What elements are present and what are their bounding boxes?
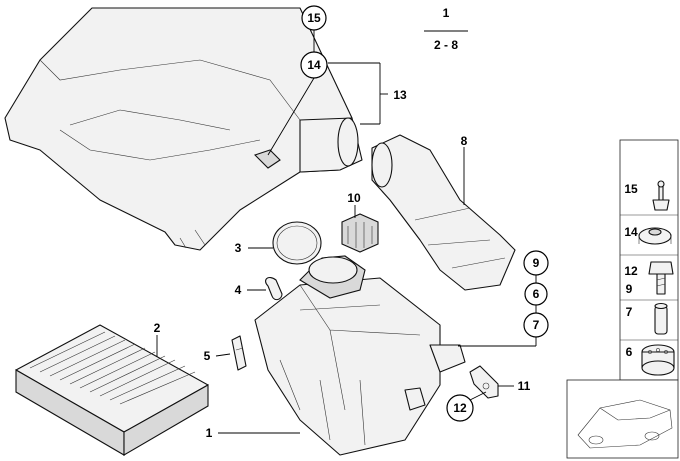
air-filter-part[interactable] bbox=[15, 324, 209, 456]
intake-hose-part[interactable] bbox=[371, 134, 516, 291]
circled-label-12: 12 bbox=[453, 401, 467, 415]
callout-1[interactable]: 1 bbox=[206, 426, 213, 440]
legend-sleeve-icon bbox=[654, 302, 668, 335]
callout-4[interactable]: 4 bbox=[235, 283, 242, 297]
circled-label-14: 14 bbox=[307, 58, 321, 72]
circled-label-9: 9 bbox=[533, 256, 540, 270]
callout-13[interactable]: 13 bbox=[393, 88, 407, 102]
callout-10[interactable]: 10 bbox=[347, 191, 361, 205]
air-box-part[interactable] bbox=[254, 255, 466, 456]
circled-label-7: 7 bbox=[533, 318, 540, 332]
legend-bolt-icon bbox=[648, 261, 674, 295]
bracket-part[interactable] bbox=[231, 335, 247, 371]
small-bracket-part[interactable] bbox=[469, 365, 499, 399]
legend-label-12: 12 bbox=[624, 264, 638, 278]
legend-grommet-icon bbox=[638, 227, 672, 245]
circled-callout-9[interactable]: 9 bbox=[523, 250, 549, 276]
legend-label-9: 9 bbox=[626, 282, 633, 296]
circled-callout-12[interactable]: 12 bbox=[446, 394, 474, 422]
legend-label-15: 15 bbox=[624, 182, 638, 196]
intake-cover-part[interactable] bbox=[4, 7, 363, 251]
callout-5[interactable]: 5 bbox=[204, 349, 211, 363]
legend-label-6: 6 bbox=[626, 345, 633, 359]
circled-callout-7[interactable]: 7 bbox=[523, 312, 549, 338]
circled-label-15: 15 bbox=[307, 11, 321, 25]
group-range: 2 - 8 bbox=[434, 38, 458, 52]
callout-2[interactable]: 2 bbox=[154, 321, 161, 335]
rubber-mount-part[interactable] bbox=[341, 213, 379, 253]
circled-callout-6[interactable]: 6 bbox=[524, 282, 548, 306]
group-number: 1 bbox=[443, 6, 450, 20]
vehicle-thumbnail bbox=[566, 379, 679, 459]
legend-label-7: 7 bbox=[626, 305, 633, 319]
clip-part[interactable] bbox=[265, 277, 283, 301]
circled-label-6: 6 bbox=[533, 287, 540, 301]
seal-ring-part[interactable] bbox=[272, 221, 322, 265]
leader-lines bbox=[156, 30, 537, 434]
legend-screw-icon bbox=[652, 180, 670, 211]
circled-callout-14[interactable]: 14 bbox=[300, 51, 328, 79]
callout-11[interactable]: 11 bbox=[518, 379, 531, 393]
callout-3[interactable]: 3 bbox=[235, 241, 242, 255]
legend-label-14: 14 bbox=[624, 225, 638, 239]
legend-damper-icon bbox=[641, 344, 675, 376]
circled-callout-15[interactable]: 15 bbox=[301, 5, 327, 31]
parts-legend bbox=[619, 139, 679, 381]
callout-8[interactable]: 8 bbox=[461, 134, 468, 148]
